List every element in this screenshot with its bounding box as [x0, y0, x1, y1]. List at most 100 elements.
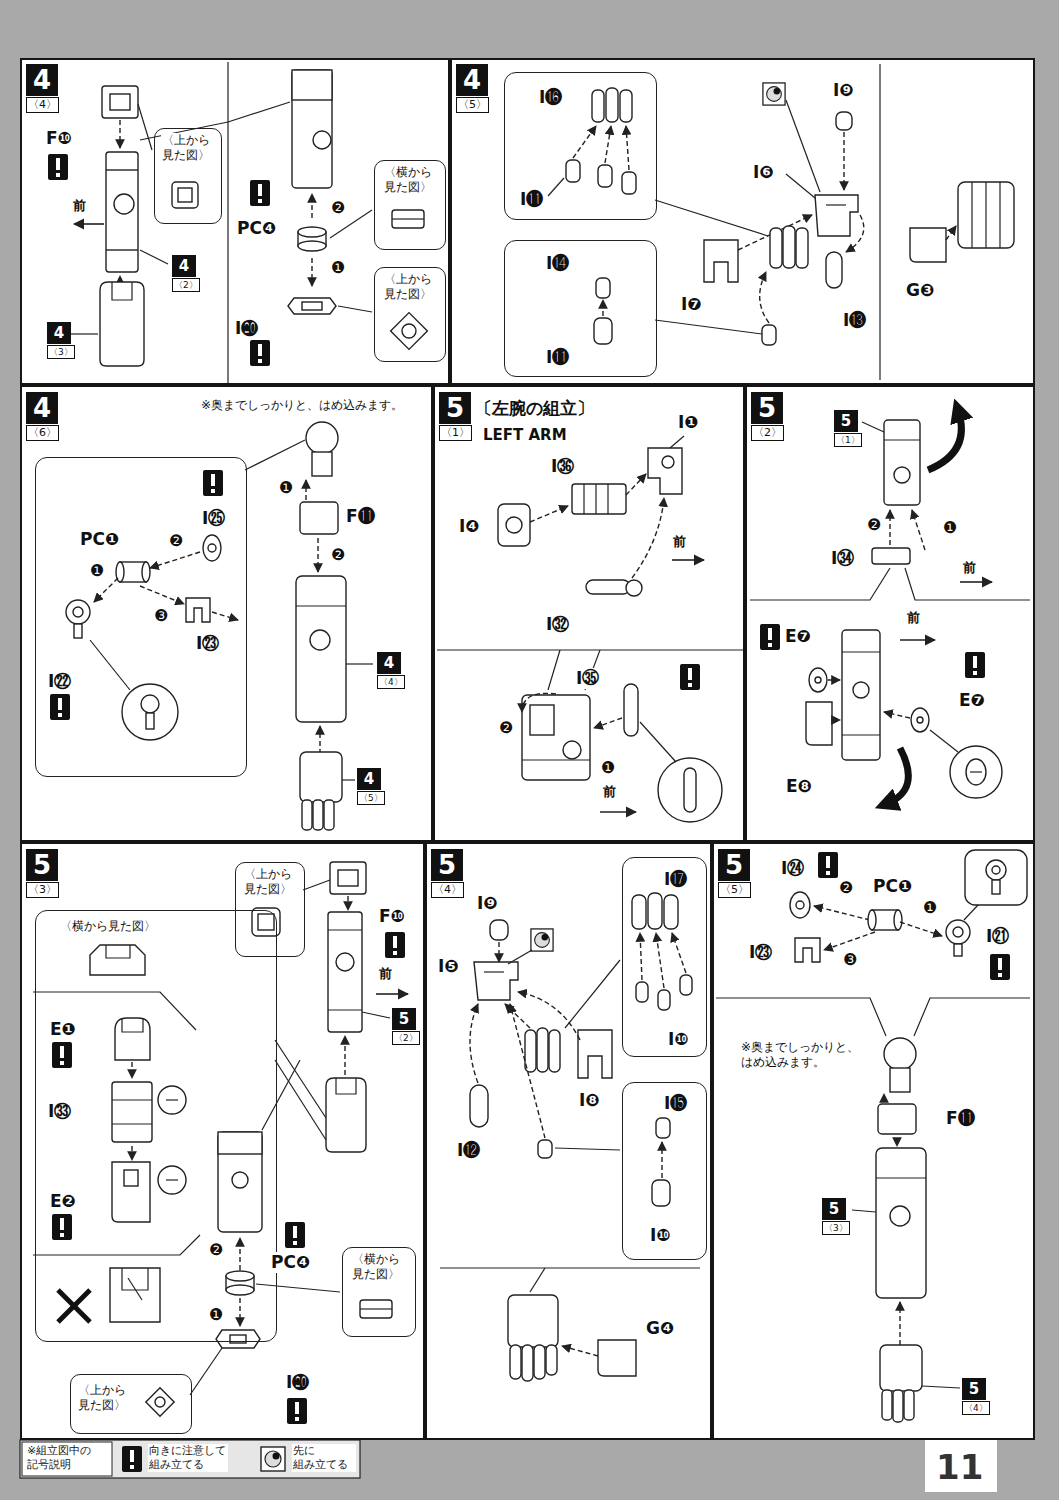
reference-substep: 〈4〉: [377, 675, 405, 689]
parts: [655, 200, 768, 236]
detail-inset: I⓰I⓫: [504, 72, 657, 220]
parts: [218, 1132, 262, 1154]
parts: [360, 1308, 392, 1309]
part-label: I❽: [578, 1090, 601, 1111]
reference-substep: 〈1〉: [834, 433, 862, 447]
parts: [786, 174, 815, 198]
order-number: ❶: [208, 1305, 224, 1325]
parts: [842, 630, 880, 760]
parts: [796, 228, 808, 268]
parts: [806, 702, 832, 745]
parts: [894, 467, 910, 483]
parts: [598, 165, 612, 187]
detail-inset: I㉕PC❶❷❶❸I㉓I㉒: [35, 457, 247, 777]
parts: [362, 1012, 390, 1018]
part-label: I㉔: [780, 858, 805, 879]
parts: [853, 682, 869, 698]
parts: [112, 282, 132, 300]
note-text: ※奥までしっかりと、 はめ込みます。: [740, 1040, 870, 1070]
parts: [275, 1040, 326, 1118]
reference-substep: 〈5〉: [357, 791, 385, 805]
parts: [124, 1170, 138, 1186]
part-label: I㉕: [201, 508, 226, 529]
symbol-legend-bar: [20, 1440, 360, 1478]
parts: [218, 1132, 262, 1232]
parts: [904, 1390, 914, 1420]
parts: [546, 1345, 557, 1375]
parts: [216, 1330, 260, 1348]
parts: [548, 650, 560, 690]
part-label: E❼: [784, 626, 812, 647]
parts: [966, 759, 986, 785]
parts: [141, 695, 159, 713]
parts: [302, 302, 322, 310]
parts: [878, 1104, 916, 1134]
parts: [346, 663, 373, 664]
parts: [190, 1348, 222, 1395]
part-label: I❿: [667, 1029, 690, 1050]
parts: [534, 1345, 545, 1379]
parts: [595, 484, 596, 514]
parts: [292, 70, 332, 188]
warning-icons: [50, 694, 70, 720]
parts: [876, 1177, 926, 1178]
section-title-english: LEFT ARM: [482, 426, 568, 445]
warning-icons: [52, 1042, 72, 1068]
parts: [360, 1300, 392, 1318]
parts: [586, 580, 630, 594]
legend-text: 先に 組み立てる: [292, 1444, 356, 1472]
parts: [640, 722, 676, 762]
order-number: ❸: [842, 950, 858, 970]
view-caption: 〈上から 見た図〉: [383, 272, 441, 302]
parts: [326, 1078, 366, 1152]
parts: [131, 1146, 132, 1160]
parts: [155, 1397, 165, 1407]
parts: [298, 241, 326, 251]
part-label: I㉞: [830, 548, 855, 569]
parts: [474, 962, 518, 1000]
parts: [896, 1138, 897, 1146]
parts: [506, 517, 522, 533]
warning-icons: [760, 624, 780, 650]
parts: [704, 240, 738, 282]
reference-step: 4: [172, 255, 196, 277]
parts: [970, 771, 982, 772]
parts: [530, 705, 554, 735]
step-number: 5: [718, 849, 750, 881]
parts: [548, 178, 564, 196]
parts: [292, 70, 332, 100]
parts: [300, 752, 342, 802]
parts: [624, 684, 638, 736]
view-caption: 〈横から 見た図〉: [351, 1252, 409, 1282]
step-number: 4: [26, 64, 58, 96]
parts: [992, 880, 1000, 894]
part-label: I㉓: [748, 942, 773, 963]
parts: [828, 679, 840, 680]
parts: [555, 1148, 620, 1150]
parts: [166, 1179, 178, 1180]
parts: [106, 249, 138, 250]
note-text: ※奥までしっかりと、はめ込みます。: [200, 398, 404, 413]
parts: [815, 195, 858, 236]
parts: [607, 484, 608, 514]
front-marker: 前: [378, 966, 393, 982]
parts: [328, 1009, 362, 1010]
parts: [658, 990, 670, 1010]
parts: [142, 562, 150, 582]
parts: [622, 172, 636, 194]
parts: [626, 474, 646, 495]
parts: [112, 1123, 152, 1124]
parts: [305, 480, 306, 500]
parts: [602, 300, 603, 316]
front-marker: 前: [72, 198, 87, 214]
reference-substep: 〈4〉: [962, 1401, 990, 1415]
parts: [890, 1206, 910, 1226]
parts: [239, 1298, 240, 1326]
part-label: I㉒: [47, 671, 72, 692]
part-label: I㉓: [195, 633, 220, 654]
parts: [899, 1302, 900, 1345]
parts: [522, 759, 590, 760]
part-label: G❹: [645, 1318, 675, 1339]
legend-heading: ※組立図中の 記号説明: [26, 1444, 98, 1472]
